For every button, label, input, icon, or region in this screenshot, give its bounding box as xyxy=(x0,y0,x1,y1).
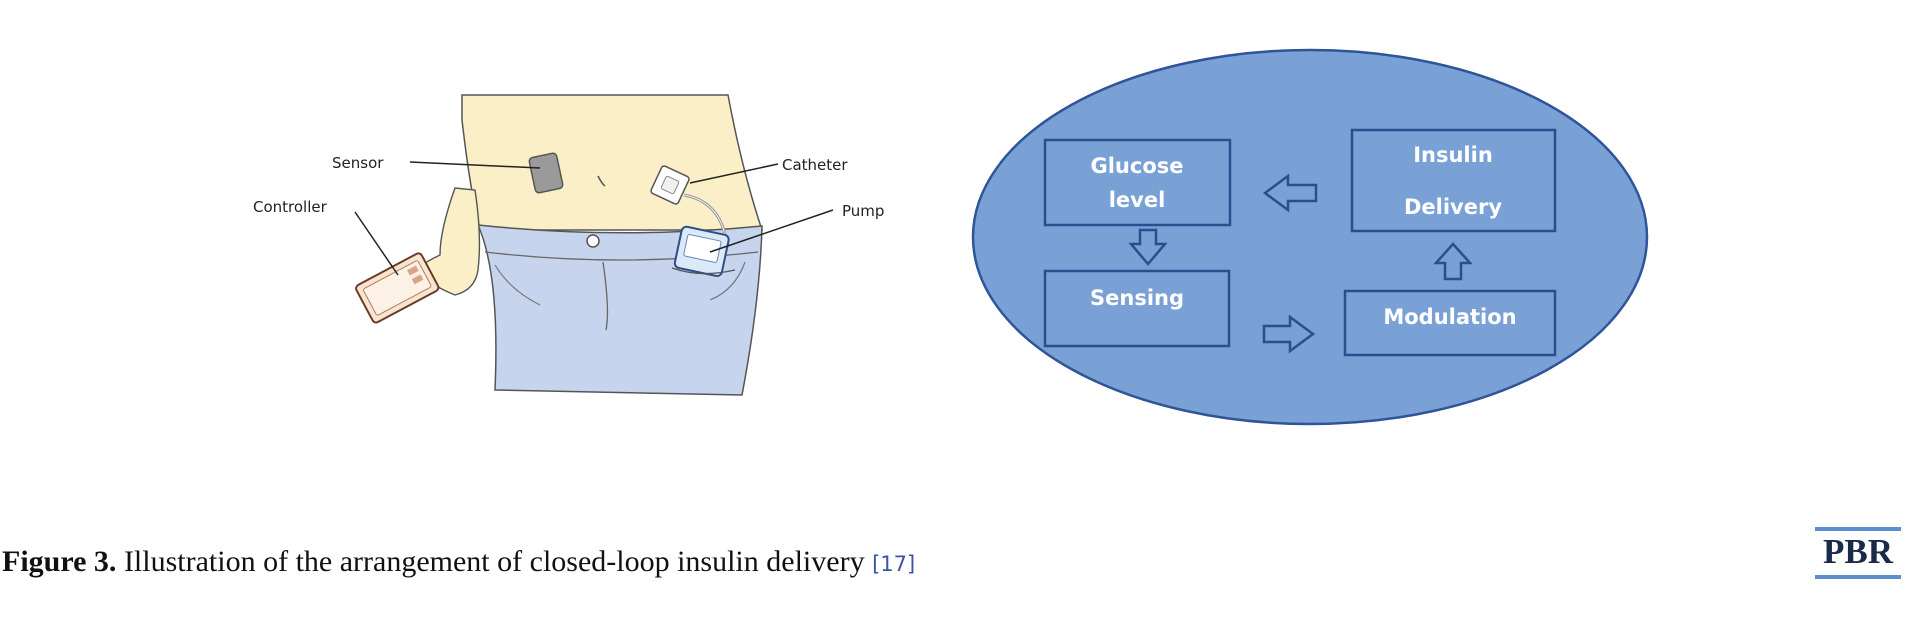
glucose-level-line2: level xyxy=(1109,188,1166,212)
figure-label: Figure 3. xyxy=(2,545,117,578)
label-catheter: Catheter xyxy=(782,156,848,174)
controller-device xyxy=(355,252,440,324)
insulin-delivery-line1: Insulin xyxy=(1413,143,1493,167)
glucose-level-line1: Glucose xyxy=(1090,154,1183,178)
sensing-box xyxy=(1043,269,1231,348)
modulation-label: Modulation xyxy=(1383,305,1516,329)
jeans-button xyxy=(586,234,600,248)
label-controller: Controller xyxy=(253,198,328,216)
arrow-down xyxy=(1128,228,1168,266)
insulin-delivery-box xyxy=(1350,128,1557,233)
arrow-left xyxy=(1262,173,1318,213)
arrow-right xyxy=(1262,314,1316,354)
sensing-label: Sensing xyxy=(1090,286,1184,310)
figure-artwork: Sensor Controller Catheter Pump Glucose … xyxy=(253,48,1649,426)
glucose-level-box xyxy=(1043,138,1232,227)
closed-loop-diagram: Glucose level Insulin Delivery Sensing M… xyxy=(971,48,1649,426)
label-pump: Pump xyxy=(842,202,884,220)
caption-text: Illustration of the arrangement of close… xyxy=(116,545,873,578)
modulation-box xyxy=(1343,289,1557,357)
torso-skin xyxy=(461,94,764,231)
label-sensor: Sensor xyxy=(332,154,384,172)
arrow-up xyxy=(1433,242,1473,281)
loop-ellipse xyxy=(971,48,1649,426)
sensor-patch xyxy=(528,152,564,194)
catheter-patch xyxy=(650,165,690,205)
pump-device xyxy=(673,225,730,277)
reference-link[interactable]: [17] xyxy=(872,552,916,576)
insulin-delivery-line2: Delivery xyxy=(1404,195,1502,219)
figure-caption: Figure 3. Illustration of the arrangemen… xyxy=(2,545,915,579)
journal-logo: PBR xyxy=(1815,527,1901,579)
body-illustration: Sensor Controller Catheter Pump xyxy=(253,94,884,396)
journal-logo-text: PBR xyxy=(1823,532,1893,571)
